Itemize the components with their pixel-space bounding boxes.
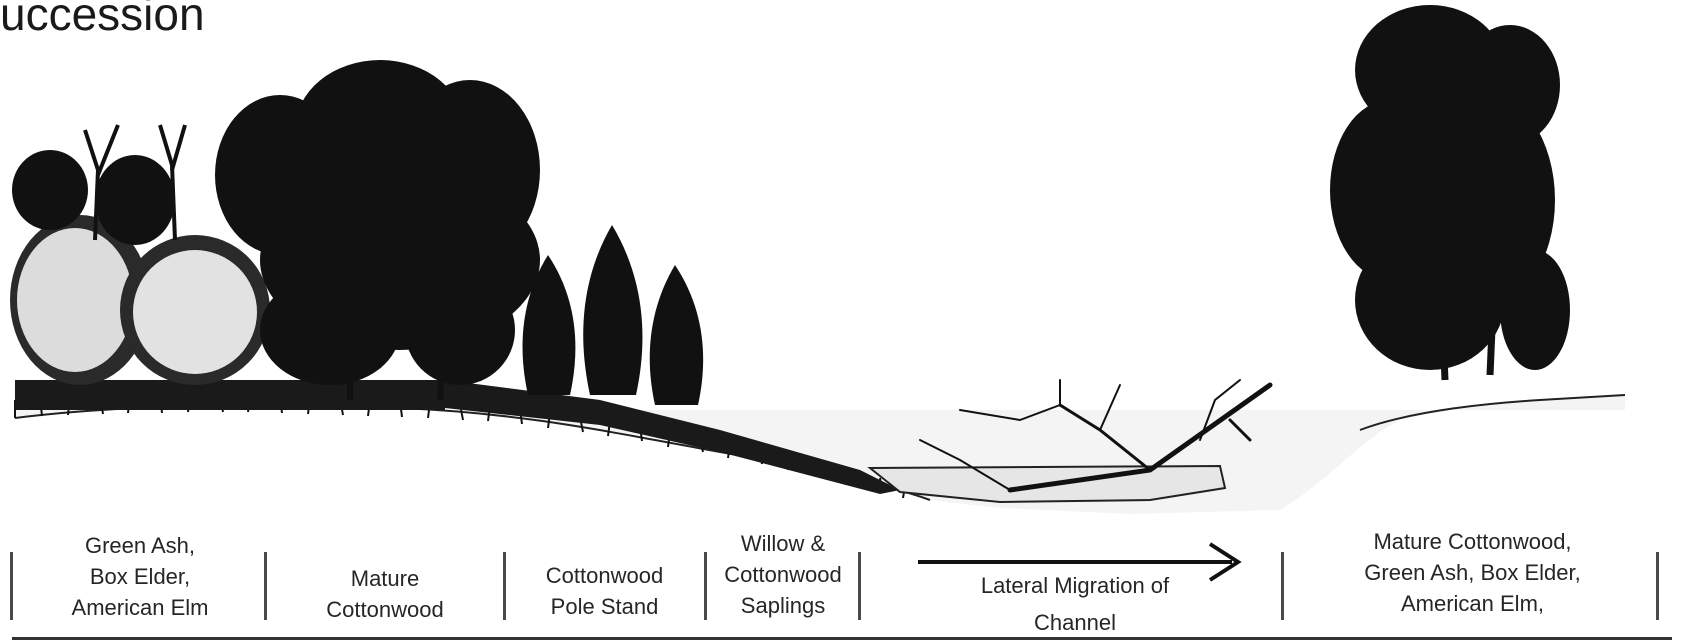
zone-label-green-ash: Green Ash, Box Elder, American Elm — [30, 530, 250, 623]
zone-line: Willow & — [712, 528, 854, 559]
zone-line: Cottonwood — [712, 559, 854, 590]
zone-divider — [264, 552, 267, 620]
right-forest — [1330, 5, 1570, 370]
zone-line: Channel — [930, 607, 1220, 638]
zone-line: Saplings — [712, 590, 854, 621]
zone-label-mature-mixed: Mature Cottonwood, Green Ash, Box Elder,… — [1295, 526, 1650, 619]
zone-label-mature-cottonwood: Mature Cottonwood — [280, 563, 490, 625]
zone-divider — [704, 552, 707, 620]
baseline-rule — [12, 637, 1672, 640]
zone-divider — [10, 552, 13, 620]
zone-divider — [1281, 552, 1284, 620]
zone-line: American Elm, — [1295, 588, 1650, 619]
zone-line: American Elm — [30, 592, 250, 623]
pole-stand-trees — [523, 225, 704, 405]
zone-label-saplings: Willow & Cottonwood Saplings — [712, 528, 854, 621]
zone-line: Pole Stand — [512, 591, 697, 622]
zone-line: Mature — [280, 563, 490, 594]
mature-cottonwood-canopy — [215, 60, 540, 385]
zone-divider — [1656, 552, 1659, 620]
zone-line: Mature Cottonwood, — [1295, 526, 1650, 557]
zone-line: Cottonwood — [512, 560, 697, 591]
zone-label-pole-stand: Cottonwood Pole Stand — [512, 560, 697, 622]
zone-line: Box Elder, — [30, 561, 250, 592]
zone-divider — [858, 552, 861, 620]
zone-label-lateral-migration: Lateral Migration of Channel — [930, 570, 1220, 638]
zone-line: Cottonwood — [280, 594, 490, 625]
zone-line: Green Ash, Box Elder, — [1295, 557, 1650, 588]
ground-surface — [15, 395, 1625, 514]
zone-line: Lateral Migration of — [930, 570, 1220, 601]
zone-line: Green Ash, — [30, 530, 250, 561]
zone-divider — [503, 552, 506, 620]
